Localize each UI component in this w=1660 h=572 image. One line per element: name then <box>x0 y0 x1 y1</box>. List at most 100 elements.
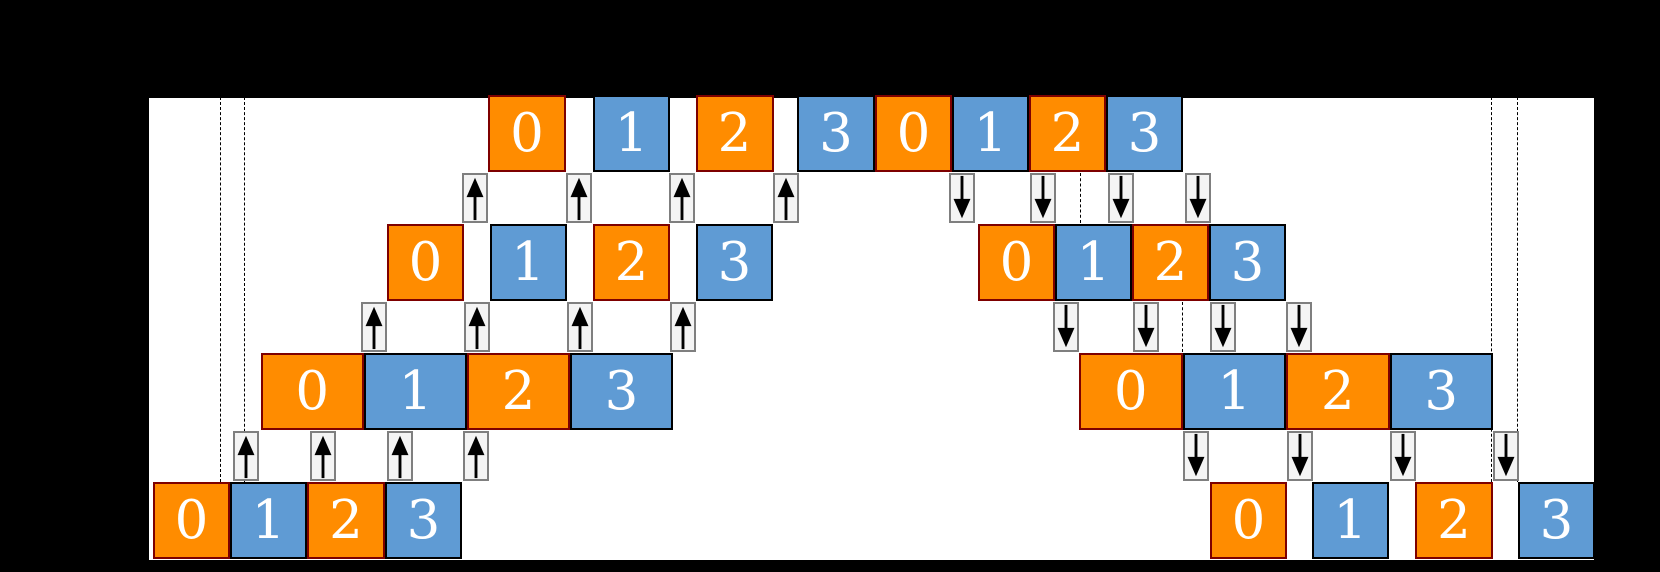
down-arrow-icon <box>1034 175 1052 218</box>
comm-box-down <box>1185 172 1211 223</box>
stage-row-3-block-2: 2 <box>467 353 570 430</box>
stage-row-2-block-1: 1 <box>1055 224 1132 301</box>
up-arrow-icon <box>237 435 255 478</box>
up-arrow-icon <box>571 306 588 349</box>
stage-row-2-block-1: 1 <box>489 224 567 301</box>
block-label: 2 <box>717 103 752 164</box>
block-label: 0 <box>1113 361 1148 422</box>
down-arrow-icon <box>1497 433 1514 476</box>
up-arrow-icon <box>365 306 383 349</box>
block-label: 2 <box>1437 490 1471 551</box>
dashed-guideline <box>1491 97 1492 482</box>
dashed-guideline <box>244 97 246 482</box>
stage-row-4-block-1: 1 <box>1312 482 1389 559</box>
stage-row-2-block-0: 0 <box>387 224 464 301</box>
stage-row-3-block-1: 1 <box>1182 353 1286 430</box>
up-arrow-icon <box>467 435 485 478</box>
block-label: 2 <box>1050 103 1085 164</box>
block-label: 0 <box>999 232 1034 293</box>
stage-row-3-block-0: 0 <box>1079 353 1183 430</box>
down-arrow-icon <box>1189 175 1207 218</box>
comm-box-down <box>1182 430 1209 481</box>
dashed-guideline <box>1080 172 1081 223</box>
comm-box-down <box>1030 172 1056 223</box>
comm-box-down <box>1209 301 1236 352</box>
block-label: 3 <box>406 490 441 551</box>
comm-box-down <box>1053 301 1079 352</box>
comm-box-down <box>1107 172 1134 223</box>
block-label: 1 <box>1076 232 1111 293</box>
comm-box-up <box>773 172 799 223</box>
block-label: 0 <box>510 103 544 164</box>
down-arrow-icon <box>1137 304 1154 347</box>
stage-row-4-block-0: 0 <box>1210 482 1287 559</box>
comm-box-down <box>1492 430 1519 481</box>
dashed-guideline <box>219 97 221 482</box>
stage-row-2-block-0: 0 <box>978 224 1055 301</box>
comm-box-up <box>462 172 488 223</box>
block-label: 2 <box>614 232 649 293</box>
up-arrow-icon <box>468 306 485 349</box>
block-label: 3 <box>1424 361 1459 422</box>
comm-box-down <box>1286 430 1313 481</box>
block-label: 0 <box>896 103 931 164</box>
stage-row-1-block-0: 0 <box>875 95 952 172</box>
stage-row-2-block-3: 3 <box>1209 224 1286 301</box>
stage-row-4-block-3: 3 <box>385 482 462 559</box>
block-label: 1 <box>1333 490 1368 551</box>
block-label: 3 <box>819 103 853 164</box>
up-arrow-icon <box>466 177 484 220</box>
dashed-guideline <box>1182 301 1183 352</box>
stage-row-1-block-2: 2 <box>695 95 774 172</box>
comm-box-up <box>670 301 696 352</box>
comm-box-down <box>1286 301 1312 352</box>
comm-box-up <box>233 430 259 481</box>
up-arrow-icon <box>777 177 795 220</box>
down-arrow-icon <box>953 175 971 218</box>
up-arrow-icon <box>391 435 409 478</box>
stage-row-4-block-2: 2 <box>1415 482 1493 559</box>
block-label: 3 <box>1127 103 1162 164</box>
stage-row-3-block-3: 3 <box>1389 353 1493 430</box>
down-arrow-icon <box>1187 433 1204 476</box>
down-arrow-icon <box>1057 304 1075 347</box>
comm-box-down <box>949 172 975 223</box>
stage-row-3-block-0: 0 <box>260 353 364 430</box>
stage-row-4-block-2: 2 <box>307 482 385 559</box>
comm-box-down <box>1389 430 1416 481</box>
comm-box-up <box>669 172 695 223</box>
comm-box-down <box>1132 301 1159 352</box>
stage-row-1-block-0: 0 <box>488 95 566 172</box>
block-label: 3 <box>717 232 752 293</box>
block-label: 1 <box>511 232 545 293</box>
up-arrow-icon <box>674 306 692 349</box>
comm-box-up <box>361 301 387 352</box>
stage-row-1-block-1: 1 <box>952 95 1029 172</box>
block-label: 2 <box>1153 232 1188 293</box>
down-arrow-icon <box>1214 304 1231 347</box>
up-arrow-icon <box>673 177 691 220</box>
comm-box-up <box>309 430 336 481</box>
down-arrow-icon <box>1112 175 1129 218</box>
stage-row-2-block-2: 2 <box>593 224 670 301</box>
block-label: 0 <box>295 361 330 422</box>
block-label: 1 <box>1217 361 1252 422</box>
up-arrow-icon <box>570 177 588 220</box>
block-label: 3 <box>604 361 639 422</box>
comm-box-up <box>566 301 593 352</box>
stage-row-1-block-3: 3 <box>1106 95 1183 172</box>
stage-row-3-block-2: 2 <box>1286 353 1390 430</box>
comm-box-up <box>566 172 592 223</box>
comm-box-up <box>463 430 489 481</box>
stage-row-1-block-3: 3 <box>797 95 875 172</box>
block-label: 1 <box>614 103 649 164</box>
stage-row-4-block-1: 1 <box>230 482 307 559</box>
block-label: 3 <box>1539 490 1574 551</box>
stage-row-3-block-1: 1 <box>364 353 467 430</box>
stage-row-3-block-3: 3 <box>570 353 673 430</box>
comm-box-up <box>463 301 490 352</box>
down-arrow-icon <box>1290 304 1308 347</box>
block-label: 1 <box>398 361 433 422</box>
dashed-guideline <box>1517 97 1519 482</box>
block-label: 1 <box>973 103 1008 164</box>
